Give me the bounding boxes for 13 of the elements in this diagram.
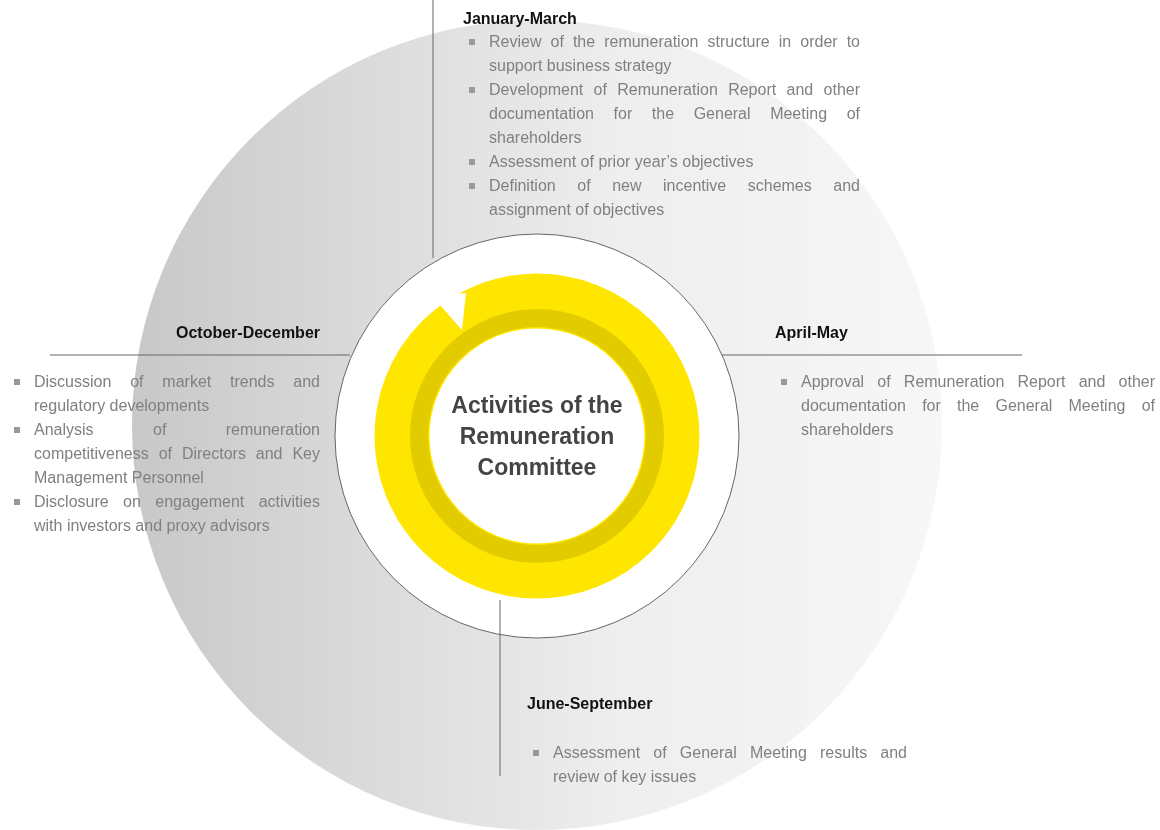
period-heading: January-March xyxy=(463,9,578,29)
period-heading: October-December xyxy=(174,323,320,343)
activity-bullet: Assessment of General Meeting results and review of key issues xyxy=(527,741,907,789)
activity-bullet: Discussion of market trends and regulatory developments xyxy=(8,370,320,418)
activity-bullet: Approval of Remuneration Report and other documentation for the General Meeting of shareholders xyxy=(775,370,1155,442)
activity-bullet: Development of Remuneration Report and other documentation for the General Meeting of shareholders xyxy=(463,78,860,150)
activity-bullet: Analysis of remuneration competitiveness of Directors and Key Management Personnel xyxy=(8,418,320,490)
activity-bullet: Review of the remuneration structure in order to support business strategy xyxy=(463,30,860,78)
activity-bullet: Assessment of prior year’s objectives xyxy=(463,150,860,174)
activity-bullet: Definition of new incentive schemes and assignment of objectives xyxy=(463,174,860,222)
period-heading: June-September xyxy=(527,694,654,714)
period-heading: April-May xyxy=(775,323,849,343)
activity-bullet: Disclosure on engagement activities with investors and proxy advisors xyxy=(8,490,320,538)
